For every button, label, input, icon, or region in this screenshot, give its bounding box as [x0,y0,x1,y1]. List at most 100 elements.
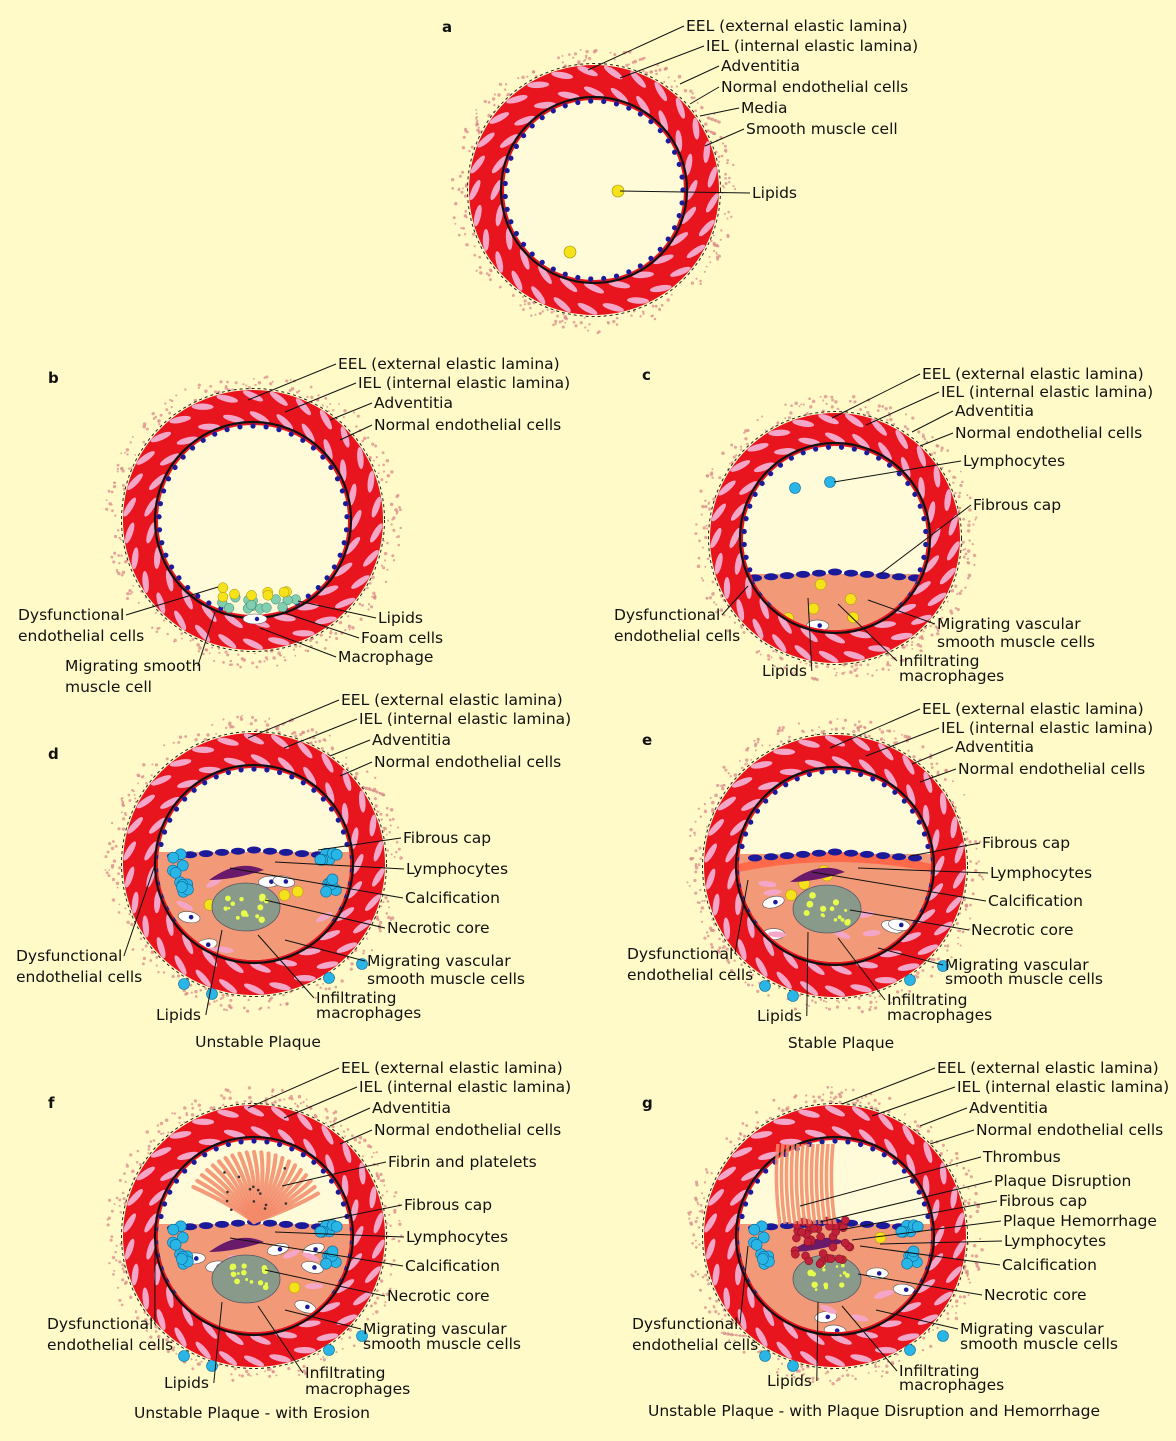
lipid [564,246,576,258]
adventitia-dot [112,898,115,901]
adventitia-dot [822,399,824,401]
lipid [247,590,257,600]
adventitia-dot [695,1183,698,1186]
label-plaque-disruption: Plaque Disruption [994,1172,1131,1190]
adventitia-dot [956,1164,958,1166]
adventitia-dot [695,863,698,866]
adventitia-dot [213,1000,215,1002]
adventitia-dot [128,799,131,802]
platelet [285,1202,288,1205]
adventitia-dot [945,792,947,794]
adventitia-dot [200,1360,202,1362]
endothelial-cell [876,572,890,579]
adventitia-dot [334,632,337,635]
adventitia-dot [484,100,487,103]
adventitia-dot [382,566,385,569]
adventitia-dot [343,1130,345,1132]
adventitia-dot [367,608,369,610]
adventitia-dot [584,59,586,61]
label-dysfunctional: Dysfunctional [627,945,733,963]
adventitia-dot [960,944,962,946]
adventitia-dot [160,414,163,417]
adventitia-dot [245,385,247,387]
adventitia-dot [251,662,254,665]
adventitia-dot [174,1112,176,1114]
adventitia-dot [111,509,114,512]
adventitia-dot [130,441,132,443]
adventitia-dot [272,1370,275,1373]
adventitia-dot [118,1198,121,1201]
adventitia-dot [859,725,862,728]
adventitia-dot [392,529,395,532]
adventitia-dot [957,943,959,945]
adventitia-dot [981,876,983,878]
leader-line [700,108,739,116]
adventitia-dot [107,851,110,854]
platelet [249,1188,252,1191]
adventitia-dot [198,1104,201,1107]
adventitia-dot [362,1155,364,1157]
adventitia-dot [194,1099,197,1102]
adventitia-dot [802,1368,805,1371]
label-lipids: Lipids [757,1007,802,1025]
adventitia-dot [153,1139,156,1142]
adventitia-dot [460,191,463,194]
adventitia-dot [389,1225,391,1227]
adventitia-dot [823,1000,825,1002]
adventitia-dot [475,109,477,111]
leader-line [588,26,684,70]
adventitia-dot [106,499,108,501]
adventitia-dot [151,627,153,629]
adventitia-dot [696,1217,698,1219]
adventitia-dot [105,508,108,511]
adventitia-dot [393,1211,396,1214]
adventitia-dot [272,656,275,659]
calcification-spot [822,915,825,918]
adventitia-dot [836,672,838,674]
adventitia-dot [947,1318,950,1321]
adventitia-dot [692,1275,695,1278]
panel-letter-g: g [642,1094,653,1112]
adventitia-dot [875,1001,877,1003]
adventitia-dot [383,827,386,830]
adventitia-dot [701,921,703,923]
adventitia-dot [707,1283,710,1286]
adventitia-dot [962,930,965,933]
adventitia-dot [706,1279,709,1282]
calcification-spot [820,906,826,912]
label-calcification: Calcification [405,889,500,907]
adventitia-dot [175,394,177,396]
adventitia-dot [974,1201,977,1204]
label-migrating-vascular: Migrating vascular [367,952,511,970]
adventitia-dot [956,922,959,925]
adventitia-dot [968,1169,970,1171]
adventitia-dot [333,1120,336,1123]
adventitia-dot [855,674,858,677]
adventitia-dot [718,476,721,479]
adventitia-dot [884,407,887,410]
calcification-spot [830,906,835,911]
label-iel-internal-elastic-lamina: IEL (internal elastic lamina) [359,710,571,728]
adventitia-dot [276,727,280,731]
adventitia-dot [858,720,861,723]
label-macrophages: macrophages [305,1380,410,1398]
adventitia-dot [157,421,159,423]
adventitia-dot [716,252,718,254]
adventitia-dot [710,471,713,474]
adventitia-dot [331,1125,334,1128]
adventitia-dot [946,1150,948,1152]
adventitia-dot [385,481,387,483]
adventitia-dot [326,406,328,408]
adventitia-dot [956,1157,959,1160]
adventitia-dot [377,810,379,812]
adventitia-dot [380,905,382,907]
label-migrating-vascular: Migrating vascular [937,615,1081,633]
adventitia-dot [229,1091,231,1093]
adventitia-dot [363,1139,367,1143]
adventitia-dot [281,1089,284,1092]
adventitia-dot [616,317,619,320]
adventitia-dot [971,1254,974,1257]
adventitia-dot [888,1097,891,1100]
lipid [815,579,826,590]
adventitia-dot [978,874,981,877]
